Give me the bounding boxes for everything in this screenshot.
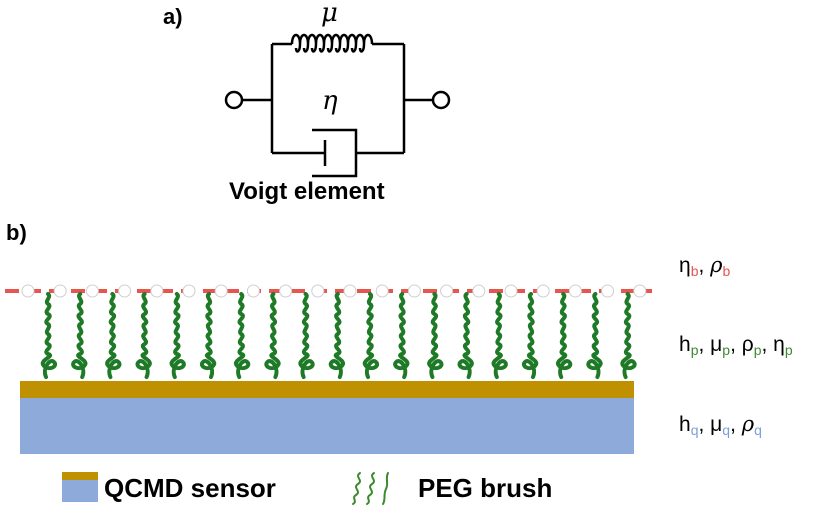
bulk-sub-1: b — [690, 263, 699, 279]
chain-end-bead — [53, 284, 67, 298]
chain-end-bead — [118, 284, 132, 298]
polymer-viscosity-symbol: η — [773, 333, 785, 356]
peg-chain — [40, 292, 57, 379]
peg-chain — [105, 292, 122, 379]
bulk-density-symbol: ρ — [710, 253, 723, 277]
peg-chain — [264, 292, 281, 379]
chain-end-bead — [214, 284, 228, 298]
peg-chain — [427, 292, 444, 379]
quartz-layer — [20, 398, 634, 454]
peg-chain — [393, 292, 410, 379]
peg-brush-label: PEG brush — [418, 473, 553, 503]
polymer-sub-1: p — [690, 342, 699, 358]
peg-chain — [71, 292, 88, 379]
peg-brush-icon — [352, 472, 389, 505]
peg-chain — [457, 292, 474, 379]
peg-chain — [362, 292, 379, 379]
peg-chain — [555, 292, 573, 379]
polymer-sep-3: , — [761, 333, 774, 356]
spring-symbol: μ — [321, 0, 338, 28]
peg-chain — [169, 292, 186, 379]
chain-end-bead — [246, 284, 260, 298]
chain-end-bead — [375, 284, 389, 298]
dashpot-symbol: η — [322, 86, 338, 116]
chain-end-bead — [504, 284, 518, 298]
quartz-sep-2: , — [730, 413, 742, 436]
left-terminal — [224, 90, 244, 110]
peg-chain — [328, 292, 346, 379]
chain-end-bead — [536, 284, 550, 298]
peg-chain — [298, 292, 315, 379]
quartz-shear-symbol: μ — [710, 413, 723, 436]
voigt-element-diagram — [224, 33, 451, 178]
polymer-thickness-symbol: h — [679, 333, 691, 356]
quartz-parameters: hq, μq, ρq — [679, 412, 762, 438]
bulk-parameters: ηb, ρb — [679, 253, 730, 279]
chain-end-bead — [601, 284, 615, 298]
qcmd-sensor-swatch — [62, 472, 98, 502]
bulk-sub-2: b — [722, 263, 731, 279]
peg-chain — [522, 292, 539, 379]
bulk-sep: , — [698, 254, 711, 277]
quartz-sub-3: q — [754, 422, 762, 438]
chain-end-bead — [440, 284, 454, 298]
polymer-density-symbol: ρ — [741, 333, 754, 356]
gold-layer — [20, 381, 634, 398]
peg-chain — [233, 292, 251, 379]
chain-end-bead — [150, 284, 164, 298]
peg-chain — [620, 292, 637, 379]
chain-end-bead — [472, 284, 486, 298]
chain-end-bead — [343, 284, 357, 298]
chain-end-bead — [407, 284, 421, 298]
qcmd-sensor-label: QCMD sensor — [104, 473, 276, 503]
polymer-sep-2: , — [730, 333, 742, 356]
chain-end-bead — [311, 284, 325, 298]
quartz-sub-2: q — [722, 422, 731, 438]
panel-a-label: a) — [163, 4, 183, 29]
polymer-sub-3: p — [753, 342, 762, 358]
panel-b-label: b) — [6, 220, 27, 245]
peg-chain — [135, 292, 152, 379]
chain-end-bead — [568, 284, 582, 298]
voigt-element-title: Voigt element — [229, 178, 385, 205]
quartz-thickness-symbol: h — [679, 413, 691, 436]
chain-end-bead — [21, 284, 35, 298]
quartz-sep-1: , — [698, 413, 711, 436]
bulk-viscosity-symbol: η — [679, 254, 691, 277]
quartz-density-symbol: ρ — [741, 412, 755, 436]
peg-chain — [491, 292, 508, 379]
chain-end-bead — [182, 284, 196, 298]
polymer-sub-4: p — [784, 342, 793, 358]
peg-chain — [586, 292, 603, 379]
chain-end-bead — [279, 284, 293, 298]
polymer-parameters: hp, μp, ρp, ηp — [679, 333, 793, 358]
quartz-sub-1: q — [690, 422, 699, 438]
spring-coil — [290, 33, 374, 53]
chain-end-bead — [633, 284, 647, 298]
polymer-sep-1: , — [698, 333, 711, 356]
right-terminal — [431, 90, 451, 110]
brush-layer-diagram — [5, 284, 652, 454]
chain-end-bead — [85, 284, 99, 298]
peg-chain — [200, 292, 217, 379]
polymer-sub-2: p — [722, 342, 731, 358]
polymer-shear-symbol: μ — [710, 333, 723, 356]
